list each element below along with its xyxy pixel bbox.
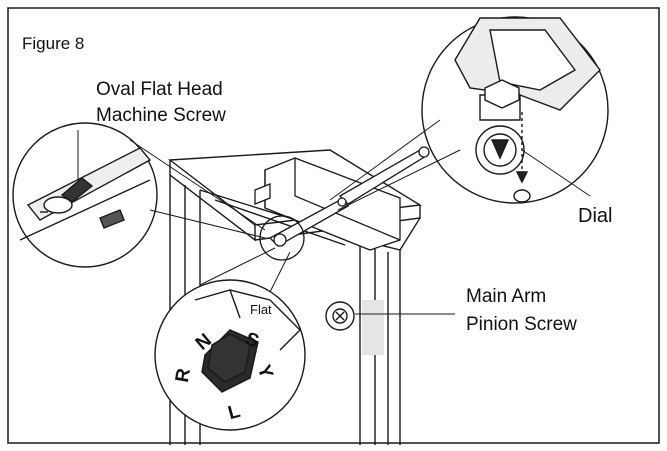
pinion-screw-marker	[325, 301, 455, 331]
figure-label: Figure 8	[22, 34, 84, 53]
letter-r: R	[172, 367, 195, 384]
door-closer	[254, 146, 430, 251]
oval-screw-label-line1: Oval Flat Head	[96, 79, 223, 100]
pinion-letter-detail-view	[154, 279, 306, 431]
flat-label: Flat	[250, 302, 272, 317]
screw-detail-view	[12, 122, 158, 268]
dial-detail-leaders	[329, 119, 591, 211]
pinion-label-line1: Main Arm	[466, 286, 546, 307]
screw-detail-leaders	[77, 130, 266, 239]
pinion-label-line2: Pinion Screw	[466, 314, 577, 335]
oval-screw-label-line2: Machine Screw	[96, 105, 226, 126]
dial-detail-view	[421, 16, 609, 204]
pinion-letter-detail-leaders	[199, 247, 291, 293]
dial-label: Dial	[578, 205, 612, 227]
screw-detail-target	[259, 215, 305, 261]
